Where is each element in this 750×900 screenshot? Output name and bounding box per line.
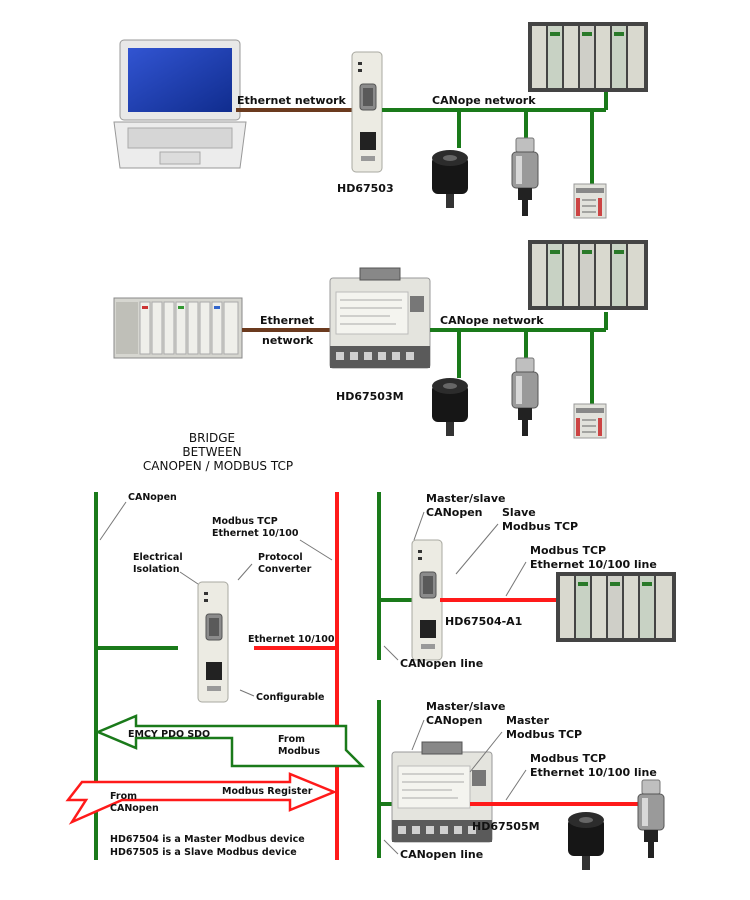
plc-rack-icon (556, 572, 676, 642)
ethernet-line-label: Ethernet 10/100 line (530, 558, 657, 571)
master-slave-label: Master/slave (426, 700, 505, 713)
canopen-network-label: CANope network (432, 94, 536, 107)
modbus-tcp-line-label: Modbus TCP (530, 544, 606, 557)
configurable-label: Configurable (256, 692, 324, 703)
ethernet-10-100-stub-label: Ethernet 10/100 (248, 634, 335, 645)
from-modbus-2: Modbus (278, 746, 320, 757)
plc-rack-icon (528, 240, 648, 310)
ethernet-line-label: Ethernet 10/100 line (530, 766, 657, 779)
canopen-label: CANopen (128, 492, 177, 503)
bridge-section: BRIDGE BETWEEN CANOPEN / MODBUS TCP CANo… (65, 431, 366, 860)
canopen-network-2 (430, 312, 608, 404)
servo-motor-icon (637, 779, 665, 859)
bridge-title-3: CANOPEN / MODBUS TCP (143, 459, 293, 473)
from-canopen-1: From (110, 791, 137, 802)
canopen-network-label: CANope network (440, 314, 544, 327)
canopen-label: CANopen (426, 714, 483, 727)
modbus-tcp-label: Modbus TCP (506, 728, 582, 741)
bridge-title-2: BETWEEN (182, 445, 241, 459)
bridge-title-1: BRIDGE (189, 431, 235, 445)
ethernet-10-100-label: Ethernet 10/100 (212, 528, 299, 539)
slave-label: Slave (502, 506, 536, 519)
gateway-device-icon (351, 51, 383, 173)
servo-motor-icon (511, 357, 539, 437)
protocol-label: Protocol (258, 552, 303, 563)
hd67504-a1-section: Master/slave CANopen Slave Modbus TCP Mo… (377, 492, 676, 670)
emcy-pdo-sdo-label: EMCY PDO SDO (128, 729, 210, 740)
master-slave-label: Master/slave (426, 492, 505, 505)
laptop-icon (113, 39, 247, 169)
io-module-icon (573, 403, 607, 439)
network-label: network (262, 334, 314, 347)
arrow-from-canopen (65, 772, 338, 825)
electrical-label: Electrical (133, 552, 183, 563)
din-rail-gateway-icon (329, 267, 431, 369)
ethernet-network-label: Ethernet network (237, 94, 347, 107)
from-canopen-2: CANopen (110, 803, 159, 814)
modbus-tcp-label: Modbus TCP (502, 520, 578, 533)
device-label-hd67503m: HD67503M (336, 390, 404, 403)
canopen-label: CANopen (426, 506, 483, 519)
from-modbus-1: From (278, 734, 305, 745)
arrow-from-modbus (94, 714, 366, 768)
canopen-line-label: CANopen line (400, 848, 483, 861)
gateway-device-icon (411, 539, 443, 661)
gateway-device-icon (197, 581, 229, 703)
device-label-hd67504-a1: HD67504-A1 (445, 615, 522, 628)
hd67505m-section: Master/slave CANopen Master Modbus TCP M… (377, 700, 665, 870)
modbus-tcp-line-label: Modbus TCP (530, 752, 606, 765)
encoder-icon (568, 812, 604, 870)
master-label: Master (506, 714, 550, 727)
converter-label: Converter (258, 564, 312, 575)
canopen-network-1 (382, 92, 608, 185)
ethernet-label: Ethernet (260, 314, 314, 327)
plc-rack-icon (113, 297, 243, 359)
device-label-hd67505m: HD67505M (472, 820, 540, 833)
plc-rack-icon (528, 22, 648, 92)
modbus-register-label: Modbus Register (222, 786, 313, 797)
note-slave: HD67505 is a Slave Modbus device (110, 847, 297, 858)
modbus-tcp-label: Modbus TCP (212, 516, 278, 527)
encoder-icon (432, 378, 468, 436)
isolation-label: Isolation (133, 564, 180, 575)
canopen-line-label: CANopen line (400, 657, 483, 670)
io-module-icon (573, 183, 607, 219)
encoder-icon (432, 150, 468, 208)
section-2: Ethernet network HD67503M CANope network (113, 240, 648, 439)
note-master: HD67504 is a Master Modbus device (110, 834, 305, 845)
device-label-hd67503: HD67503 (337, 182, 394, 195)
servo-motor-icon (511, 137, 539, 217)
section-1: Ethernet network HD67503 CANope network (113, 22, 648, 219)
